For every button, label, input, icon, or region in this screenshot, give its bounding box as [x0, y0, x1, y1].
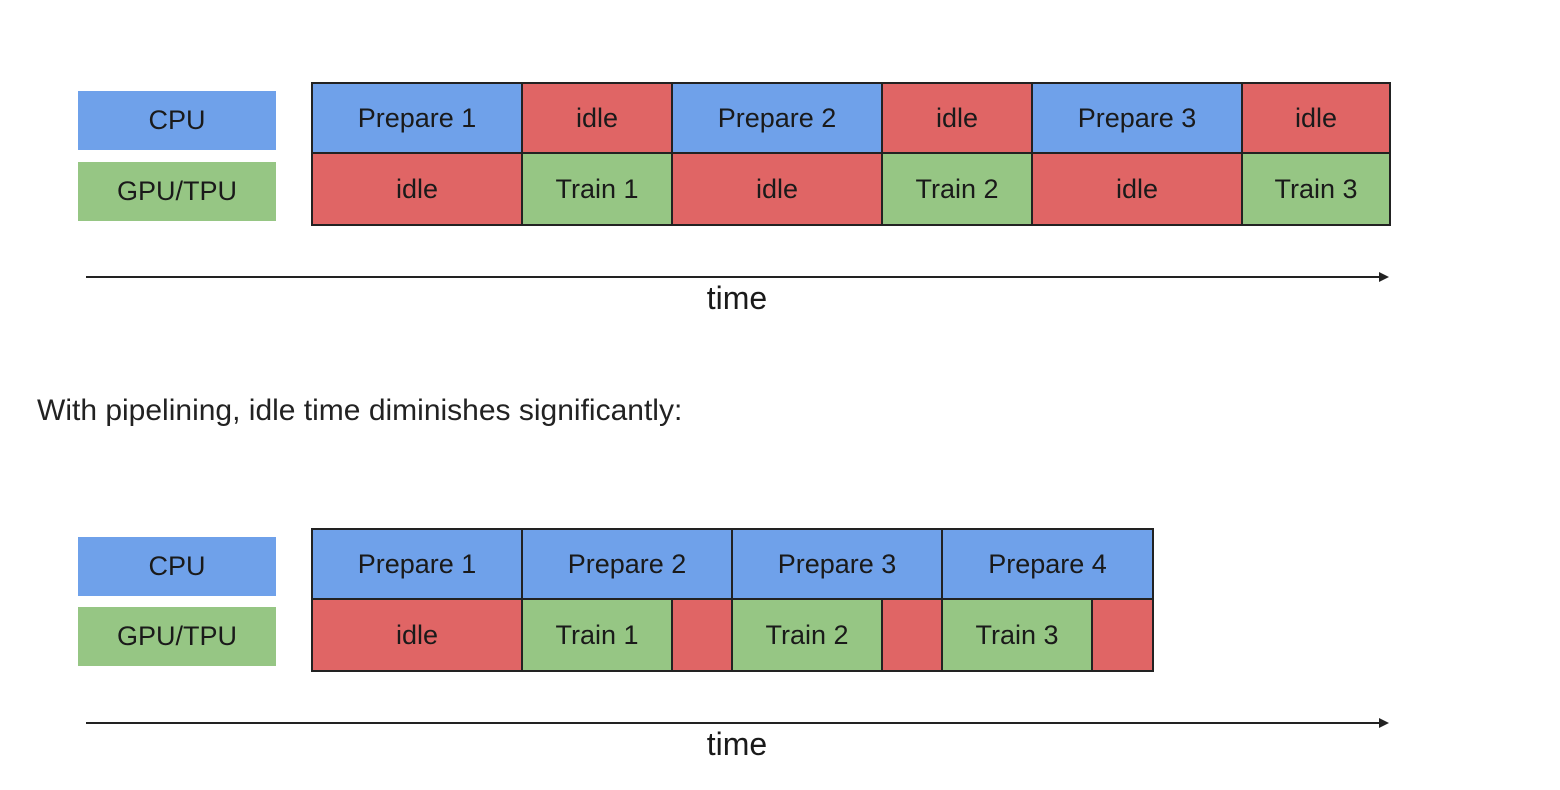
prepare-block: Prepare 2: [673, 84, 883, 154]
idle-block: idle: [1033, 154, 1243, 224]
legend-gpu-tpu: GPU/TPU: [78, 607, 276, 666]
idle-block: idle: [673, 154, 883, 224]
prepare-block: Prepare 3: [733, 530, 943, 600]
train-block: Train 3: [943, 600, 1093, 670]
time-axis: [86, 718, 1389, 728]
train-block: Train 3: [1243, 154, 1389, 224]
time-axis: [86, 272, 1389, 282]
train-block: Train 2: [883, 154, 1033, 224]
idle-block: [673, 600, 733, 670]
axis-arrow-icon: [1379, 272, 1389, 282]
time-axis-label: time: [706, 280, 768, 316]
idle-block: idle: [1243, 84, 1389, 154]
axis-arrow-icon: [1379, 718, 1389, 728]
pipelining-caption: With pipelining, idle time diminishes si…: [37, 394, 683, 427]
prepare-block: Prepare 2: [523, 530, 733, 600]
prepare-block: Prepare 4: [943, 530, 1152, 600]
idle-block: idle: [523, 84, 673, 154]
time-axis-label: time: [706, 726, 768, 762]
idle-block: idle: [883, 84, 1033, 154]
prepare-block: Prepare 1: [313, 530, 523, 600]
legend-cpu: CPU: [78, 537, 276, 596]
prepare-block: Prepare 1: [313, 84, 523, 154]
prepare-block: Prepare 3: [1033, 84, 1243, 154]
idle-block: [1093, 600, 1152, 670]
train-block: Train 1: [523, 154, 673, 224]
idle-block: idle: [313, 600, 523, 670]
legend-gpu-tpu: GPU/TPU: [78, 162, 276, 221]
idle-block: [883, 600, 943, 670]
train-block: Train 1: [523, 600, 673, 670]
train-block: Train 2: [733, 600, 883, 670]
idle-block: idle: [313, 154, 523, 224]
legend-cpu: CPU: [78, 91, 276, 150]
